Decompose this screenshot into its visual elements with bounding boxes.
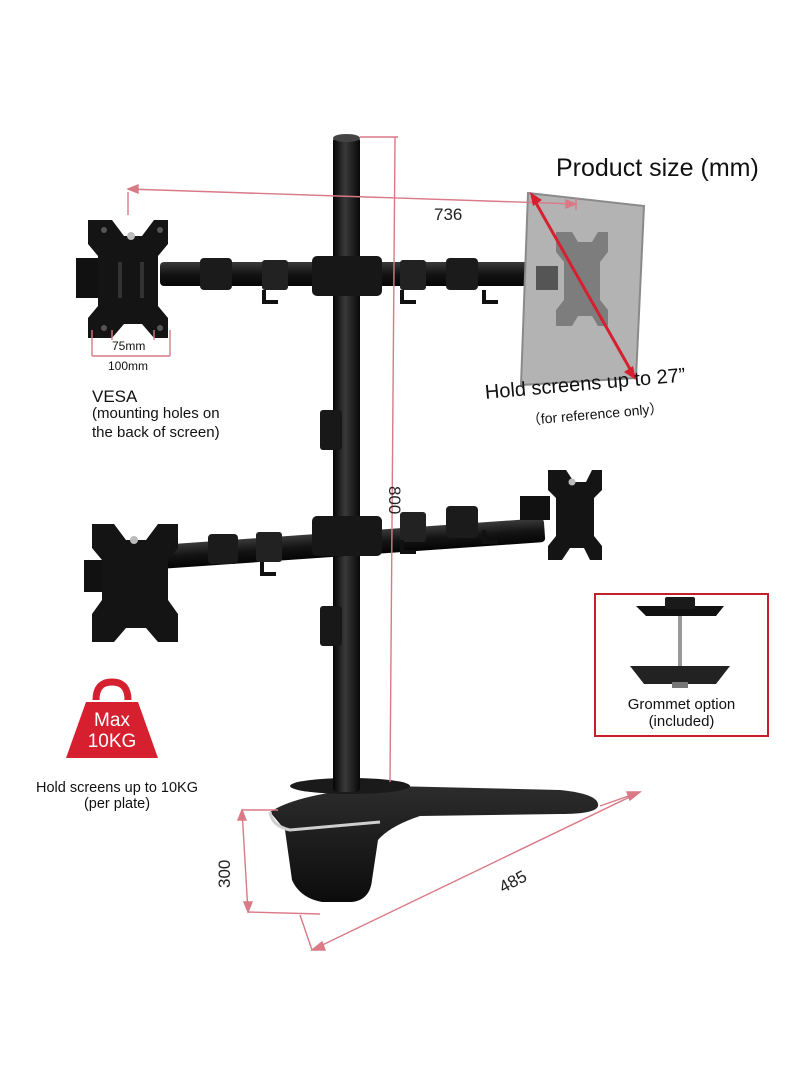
vesa-note: (mounting holes on the back of screen) [92, 404, 220, 442]
vesa-note-line2: the back of screen) [92, 424, 220, 441]
grommet-illustration [630, 597, 730, 688]
weight-caption: Hold screens up to 10KG (per plate) [22, 780, 212, 812]
dimension-lines [91, 136, 642, 951]
weight-badge-line2: 10KG [87, 731, 137, 752]
lower-right-vesa-plate [520, 470, 602, 560]
weight-icon [66, 678, 158, 758]
lower-left-vesa-plate [84, 524, 178, 642]
weight-badge-text: Max 10KG [57, 710, 167, 752]
grommet-box [594, 593, 769, 737]
stand-base [268, 778, 599, 902]
vesa-inner-label: 75mm [112, 339, 146, 353]
diagonal-size-arrow [530, 192, 636, 380]
dim-width-label: 736 [434, 205, 463, 224]
dim-height-label: 800 [385, 486, 404, 515]
grommet-caption: Grommet option (included) [594, 696, 769, 730]
vesa-outer-label: 100mm [108, 359, 149, 373]
upper-left-vesa-plate [76, 220, 168, 338]
title: Product size (mm) [556, 154, 759, 182]
vesa-title: VESA [92, 387, 138, 406]
vertical-pole [333, 137, 360, 792]
grommet-caption-line2: (included) [648, 713, 715, 730]
dim-base-depth-label: 300 [215, 859, 234, 888]
weight-badge-line1: Max [94, 710, 130, 731]
grommet-caption-line1: Grommet option [627, 696, 736, 713]
lower-arm [149, 410, 546, 646]
ghost-monitor-27 [519, 191, 646, 387]
weight-caption-line2: (per plate) [83, 796, 151, 812]
weight-caption-line1: Hold screens up to 10KG [35, 780, 198, 796]
vesa-note-line1: (mounting holes on [92, 405, 220, 422]
upper-arm [160, 256, 540, 304]
